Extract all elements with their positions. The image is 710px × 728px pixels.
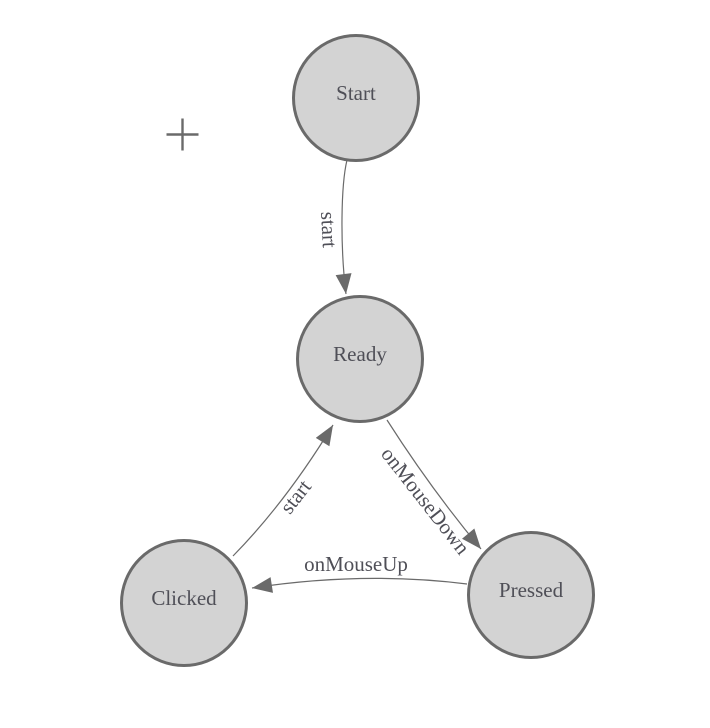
node-circle-pressed[interactable]	[467, 531, 595, 659]
node-pressed: Pressed	[467, 531, 595, 659]
node-circle-ready[interactable]	[296, 295, 424, 423]
edge-label-pressed-to-clicked: onMouseUp	[304, 552, 408, 576]
edge-pressed-to-clicked: onMouseUp	[251, 552, 468, 593]
cursor-layer	[166, 118, 199, 151]
edge-path-start-to-ready[interactable]	[335, 159, 352, 295]
edge-path-pressed-to-clicked[interactable]	[251, 577, 468, 593]
node-clicked: Clicked	[120, 539, 248, 667]
edge-path-ready-to-pressed[interactable]	[386, 419, 482, 550]
edge-ready-to-pressed: onMouseDown	[376, 419, 482, 559]
edge-clicked-to-ready: start	[232, 424, 334, 557]
node-label-start: Start	[336, 81, 376, 105]
node-label-ready: Ready	[333, 342, 387, 366]
crosshair-cursor	[166, 118, 199, 151]
edge-start-to-ready: start	[316, 159, 352, 295]
node-circle-start[interactable]	[292, 34, 420, 162]
edge-label-start-to-ready: start	[316, 211, 342, 249]
node-start: Start	[292, 34, 420, 162]
edge-path-clicked-to-ready[interactable]	[232, 424, 334, 557]
node-ready: Ready	[296, 295, 424, 423]
edge-label-clicked-to-ready: start	[275, 475, 316, 518]
node-circle-clicked[interactable]	[120, 539, 248, 667]
node-label-pressed: Pressed	[499, 578, 564, 602]
node-label-clicked: Clicked	[151, 586, 217, 610]
edge-label-ready-to-pressed: onMouseDown	[376, 442, 475, 559]
